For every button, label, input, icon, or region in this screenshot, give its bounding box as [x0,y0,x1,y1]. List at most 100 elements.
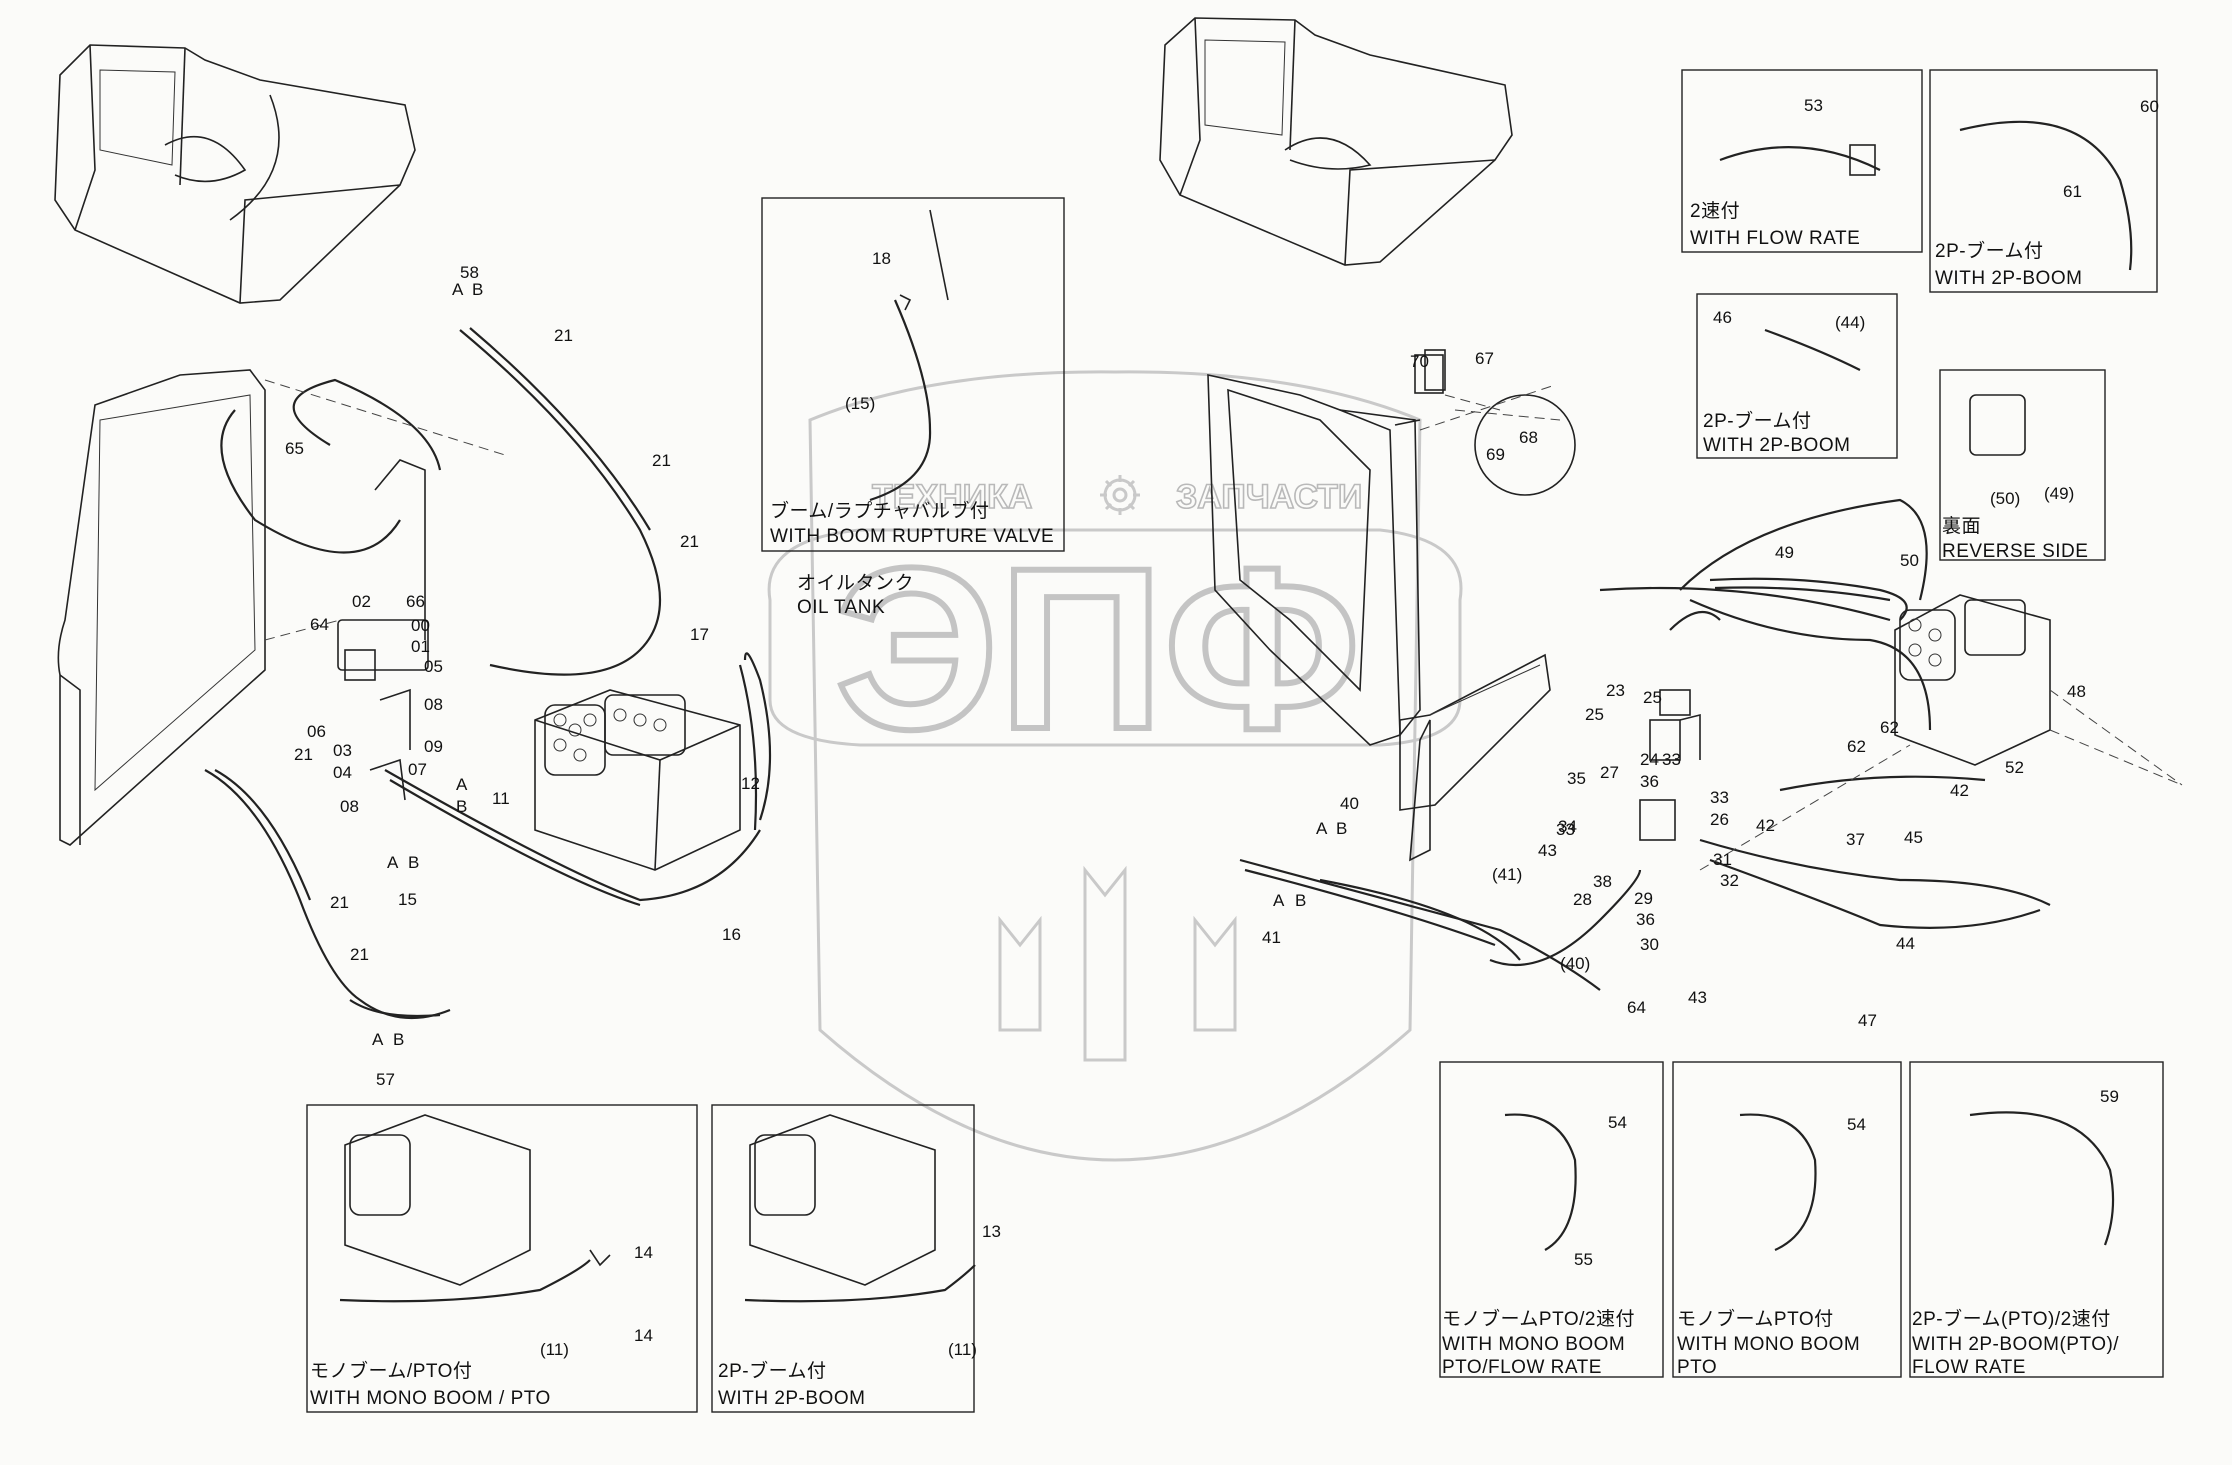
caption-reverse-jp: 裏面 [1942,515,1981,537]
callout: 50 [1900,551,1919,570]
valve-inset-mono [339,1114,611,1303]
inset-flow-rate [1681,69,1923,253]
callout: 28 [1573,890,1592,909]
callout: 53 [1804,96,1823,115]
valve-inset-2p [744,1114,976,1303]
callout: B [408,853,419,872]
callout: B [393,1030,404,1049]
hoses-right [1239,498,2051,991]
callout: 69 [1486,445,1505,464]
solenoid-block-left [337,459,429,801]
callout: 00 [411,616,430,635]
callout: 27 [1600,763,1619,782]
caption-mono-pto-jp2: モノブームPTO付 [1677,1307,1834,1330]
callout: 61 [2063,182,2082,201]
callout: 01 [411,637,430,656]
callout: 34 [1558,817,1577,836]
caption-2p-pto-flow-jp: 2P-ブーム(PTO)/2速付 [1912,1307,2111,1330]
callout: 13 [982,1222,1001,1241]
callout: 17 [690,625,709,644]
excavator-illustration-right [1159,17,1513,266]
caption-oil-tank-en: OIL TANK [797,597,885,618]
callout: (40) [1560,954,1590,973]
hose-53 [1719,144,1881,176]
callout: (11) [948,1340,977,1359]
valve-cluster [544,694,686,776]
caption-2p-boom-en-a: WITH 2P-BOOM [1935,268,2082,289]
callout: 67 [1475,349,1494,368]
caption-2p-boom-jp-c: 2P-ブーム付 [718,1359,827,1382]
callout: 23 [1606,681,1625,700]
callout: 25 [1585,705,1604,724]
excavator-illustration-left [54,44,416,304]
inset-2p-boom-c [711,1104,975,1413]
watermark-text-right: ЗАПЧАСТИ [1176,478,1362,516]
caption-mono-pto-flow-jp: モノブームPTO/2速付 [1442,1307,1635,1330]
caption-2p-boom-jp-b: 2P-ブーム付 [1703,409,1812,432]
callout: 33 [1710,788,1729,807]
caption-2p-pto-flow-en1: WITH 2P-BOOM(PTO)/ [1912,1334,2119,1355]
callout: 47 [1858,1011,1877,1030]
callout: 37 [1846,830,1865,849]
callout: 64 [310,615,329,634]
callout: 15 [398,890,417,909]
callout: 40 [1340,794,1359,813]
caption-2p-boom-jp-a: 2P-ブーム付 [1935,239,2044,262]
inset-reverse-side [1939,369,2106,561]
callout: 06 [307,722,326,741]
callout: 21 [652,451,671,470]
callout: 43 [1538,841,1557,860]
caption-2p-boom-en-c: WITH 2P-BOOM [718,1388,865,1409]
callouts: 58 A B 21 21 21 21 21 21 65 02 66 64 00 … [285,96,2159,1359]
callout: 38 [1593,872,1612,891]
callout: 60 [2140,97,2159,116]
gear-icon [1100,475,1140,515]
callout: 21 [294,745,313,764]
inset-mono-boom-pto [306,1104,698,1413]
callout: 54 [1608,1113,1627,1132]
watermark-logo: ЭПФ [835,520,1360,777]
callout: 33 [1662,750,1681,769]
callout: 16 [722,925,741,944]
callout: 64 [1627,998,1646,1017]
callout: A [1316,819,1328,838]
callout: 57 [376,1070,395,1089]
callout: 59 [2100,1087,2119,1106]
callout: 21 [350,945,369,964]
caption-flow-rate-en: WITH FLOW RATE [1690,228,1860,249]
callout: 21 [680,532,699,551]
caption-2p-boom-en-b: WITH 2P-BOOM [1703,435,1850,456]
hoses-left [204,327,772,1020]
wheat-emblem [998,865,1237,1062]
callout: (44) [1835,313,1865,332]
fittings-block-right [1639,689,1701,841]
callout: 44 [1896,934,1915,953]
hose-54a [1504,1113,1577,1251]
callout: 42 [1756,816,1775,835]
callout: (41) [1492,865,1522,884]
callout: 48 [2067,682,2086,701]
callout: 02 [352,592,371,611]
callout: B [472,280,483,299]
inset-mono-pto-flow [1439,1061,1664,1378]
callout: 29 [1634,889,1653,908]
caption-mono-pto-flow-en2: PTO/FLOW RATE [1442,1357,1602,1378]
floor-panel-left [57,369,266,846]
inset-mono-pto [1672,1061,1902,1378]
callout: 21 [330,893,349,912]
callout: 36 [1640,772,1659,791]
caption-oil-tank-jp: オイルタンク [797,572,914,594]
callout: 18 [872,249,891,268]
caption-mono-pto-flow-en1: WITH MONO BOOM [1442,1334,1625,1355]
callout: A [452,280,464,299]
callout: 08 [424,695,443,714]
caption-boom-rupture-en: WITH BOOM RUPTURE VALVE [770,526,1054,547]
callout: 21 [554,326,573,345]
watermark: ЭПФ ТЕХНИКА ЗАПЧАСТИ [767,370,1463,1162]
callout: (11) [540,1340,569,1359]
callout: A [387,853,399,872]
captions: ブーム/ラプチャバルブ付 WITH BOOM RUPTURE VALVE オイル… [310,200,2119,1409]
hose-54b [1739,1113,1817,1252]
callout: 26 [1710,810,1729,829]
